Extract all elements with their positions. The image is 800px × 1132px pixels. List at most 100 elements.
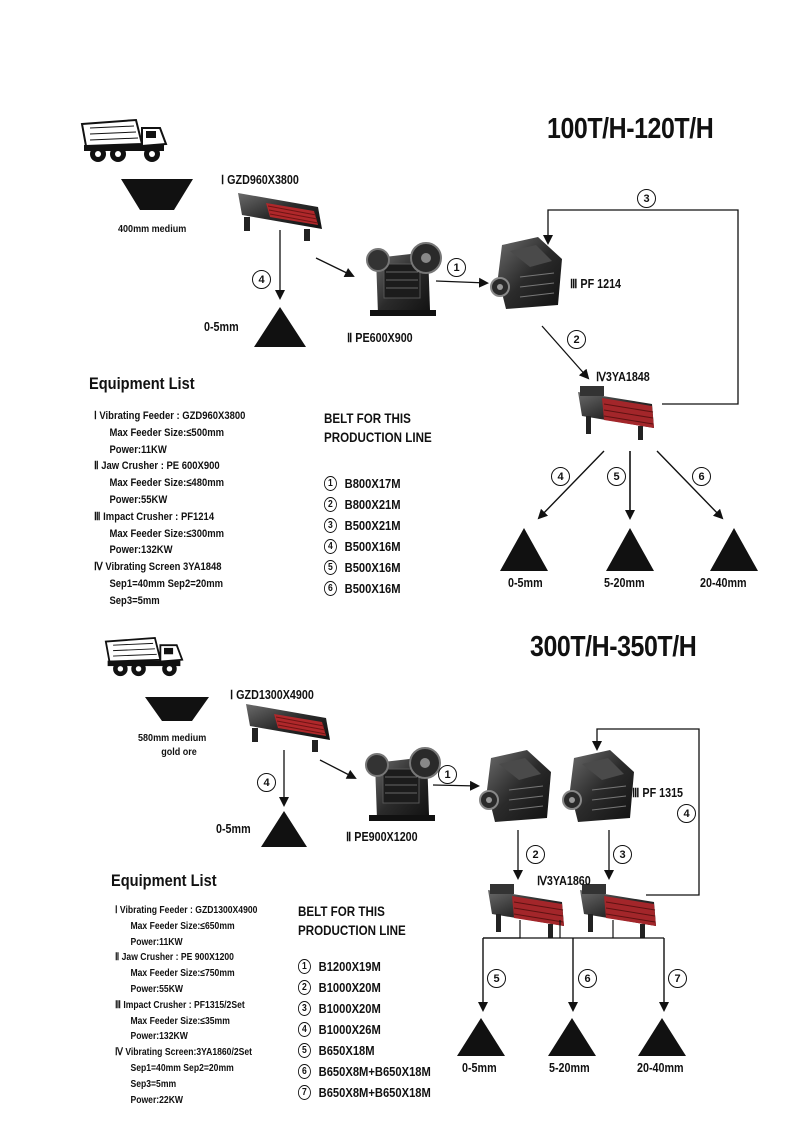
belt-heading-line: PRODUCTION LINE — [298, 923, 406, 938]
belt-row-number: 5 — [324, 560, 337, 575]
screen-label: Ⅳ3YA1860 — [537, 874, 591, 888]
equipment-item-detail: Power:22KW — [130, 1094, 184, 1106]
belt-heading-line: BELT FOR THIS — [324, 411, 411, 426]
feed-label-line: 580mm medium — [138, 732, 207, 744]
belt-row: 1 B1200X19M — [298, 956, 431, 977]
belt-4b-arrow — [537, 450, 605, 520]
output-label-5-20: 5-20mm — [549, 1061, 590, 1075]
belt-2-arrow — [541, 325, 590, 380]
equipment-item-detail: Sep3=5mm — [130, 1078, 177, 1090]
equipment-item-detail: Sep3=5mm — [109, 594, 160, 607]
output-label-0-5: 0-5mm — [508, 576, 543, 590]
jaw-crusher-label: Ⅱ PE900X1200 — [346, 830, 418, 844]
belt-number-5: 5 — [487, 969, 506, 988]
belt-row-number: 3 — [298, 1001, 311, 1016]
belt-row-number: 1 — [298, 959, 311, 974]
equipment-item-detail: Sep1=40mm Sep2=20mm — [130, 1062, 234, 1074]
belt-row: 3 B1000X20M — [298, 998, 431, 1019]
output-pile-5-20 — [548, 1018, 596, 1056]
equipment-item-detail: Max Feeder Size:≤650mm — [130, 920, 235, 932]
output-label-20-40: 20-40mm — [637, 1061, 684, 1075]
belt-row-number: 6 — [298, 1064, 311, 1079]
output-pile-20-40 — [710, 528, 758, 571]
belt-6-arrow — [656, 450, 724, 520]
equipment-list: Ⅰ Vibrating Feeder : GZD1300X4900 Max Fe… — [115, 903, 257, 1108]
belt-number-3: 3 — [637, 189, 656, 208]
belt-number-7: 7 — [668, 969, 687, 988]
jaw-crusher-label: Ⅱ PE600X900 — [347, 331, 413, 345]
equipment-list: Ⅰ Vibrating Feeder : GZD960X3800 Max Fee… — [94, 408, 245, 610]
belt-row-number: 5 — [298, 1043, 311, 1058]
equipment-item-title: Ⅰ Vibrating Feeder : GZD960X3800 — [94, 410, 246, 422]
belt-row-spec: B1200X19M — [318, 959, 381, 974]
belt-row-number: 2 — [324, 497, 337, 512]
feeder-label: Ⅰ GZD1300X4900 — [230, 688, 314, 702]
belt-row-spec: B500X21M — [344, 518, 401, 533]
impact-crusher-2b — [562, 749, 635, 823]
belt-number-2: 2 — [567, 330, 586, 349]
belt-row-number: 4 — [298, 1022, 311, 1037]
impact-crusher-1 — [490, 236, 563, 310]
output-pile-fines — [254, 307, 306, 347]
output-pile-0-5 — [457, 1018, 505, 1056]
belt-row-number: 1 — [324, 476, 337, 491]
belt-row-spec: B1000X26M — [318, 1022, 381, 1037]
line1-title: 100T/H-120T/H — [547, 113, 714, 145]
equipment-item-detail: Max Feeder Size:≤35mm — [130, 1015, 230, 1027]
vibrating-screen-1 — [577, 385, 655, 441]
equipment-item-title: Ⅲ Impact Crusher : PF1214 — [94, 510, 215, 523]
belt-heading-line: BELT FOR THIS — [298, 904, 385, 919]
equipment-list-heading: Equipment List — [111, 871, 217, 890]
belt-row-spec: B800X17M — [344, 476, 401, 491]
belt-row: 2 B1000X20M — [298, 977, 431, 998]
belt-number-4: 4 — [257, 773, 276, 792]
belt-heading-line: PRODUCTION LINE — [324, 430, 432, 445]
belt-row-spec: B650X18M — [318, 1043, 375, 1058]
belt-row-spec: B500X16M — [344, 581, 401, 596]
jaw-crusher-1 — [366, 242, 442, 317]
equipment-item-detail: Max Feeder Size:≤300mm — [109, 527, 225, 540]
belt-number-1: 1 — [438, 765, 457, 784]
belt-row-spec: B650X8M+B650X18M — [318, 1085, 431, 1100]
equipment-item-detail: Max Feeder Size:≤500mm — [109, 426, 225, 439]
belt-number-6: 6 — [692, 467, 711, 486]
equipment-item-detail: Power:11KW — [109, 443, 167, 456]
belt-number-4b: 4 — [551, 467, 570, 486]
belt-row: 2 B800X21M — [324, 494, 401, 515]
feeder-label: Ⅰ GZD960X3800 — [221, 173, 299, 187]
equipment-list-heading: Equipment List — [89, 374, 195, 393]
belt-row-spec: B800X21M — [344, 497, 401, 512]
screen-collector-left — [483, 920, 521, 939]
output-pile-0-5 — [500, 528, 548, 571]
belt-1-arrow — [435, 277, 489, 288]
belt-heading: BELT FOR THIS PRODUCTION LINE — [298, 902, 406, 940]
line2-title: 300T/H-350T/H — [530, 631, 697, 663]
belt-row-spec: B1000X20M — [318, 980, 381, 995]
equipment-item-title: Ⅳ Vibrating Screen:3YA1860/2Set — [115, 1047, 253, 1059]
belt-row-number: 4 — [324, 539, 337, 554]
belt-heading: BELT FOR THIS PRODUCTION LINE — [324, 409, 432, 447]
belt-row-spec: B1000X20M — [318, 1001, 381, 1016]
feeder-to-jaw-arrow — [319, 759, 357, 779]
belt-number-6: 6 — [578, 969, 597, 988]
belt-row-number: 2 — [298, 980, 311, 995]
output-pile-5-20 — [606, 528, 654, 571]
feed-label: 400mm medium — [118, 223, 187, 235]
equipment-item-detail: Max Feeder Size:≤480mm — [109, 477, 225, 490]
belt-number-4: 4 — [252, 270, 271, 289]
output-label-5-20: 5-20mm — [604, 576, 645, 590]
feeder-to-jaw-arrow — [315, 257, 355, 277]
belt-1-arrow — [432, 780, 480, 791]
fines-output-label: 0-5mm — [216, 822, 251, 836]
vibrating-screen-2b — [579, 883, 657, 939]
feed-hopper — [145, 697, 209, 721]
dump-truck-icon — [104, 636, 184, 683]
belt-3-return-arrow — [543, 209, 739, 405]
impact-crusher-label: Ⅲ PF 1214 — [570, 277, 622, 291]
vibrating-feeder-2 — [245, 703, 331, 753]
belt-number-3: 3 — [613, 845, 632, 864]
vibrating-screen-2a — [487, 883, 565, 939]
